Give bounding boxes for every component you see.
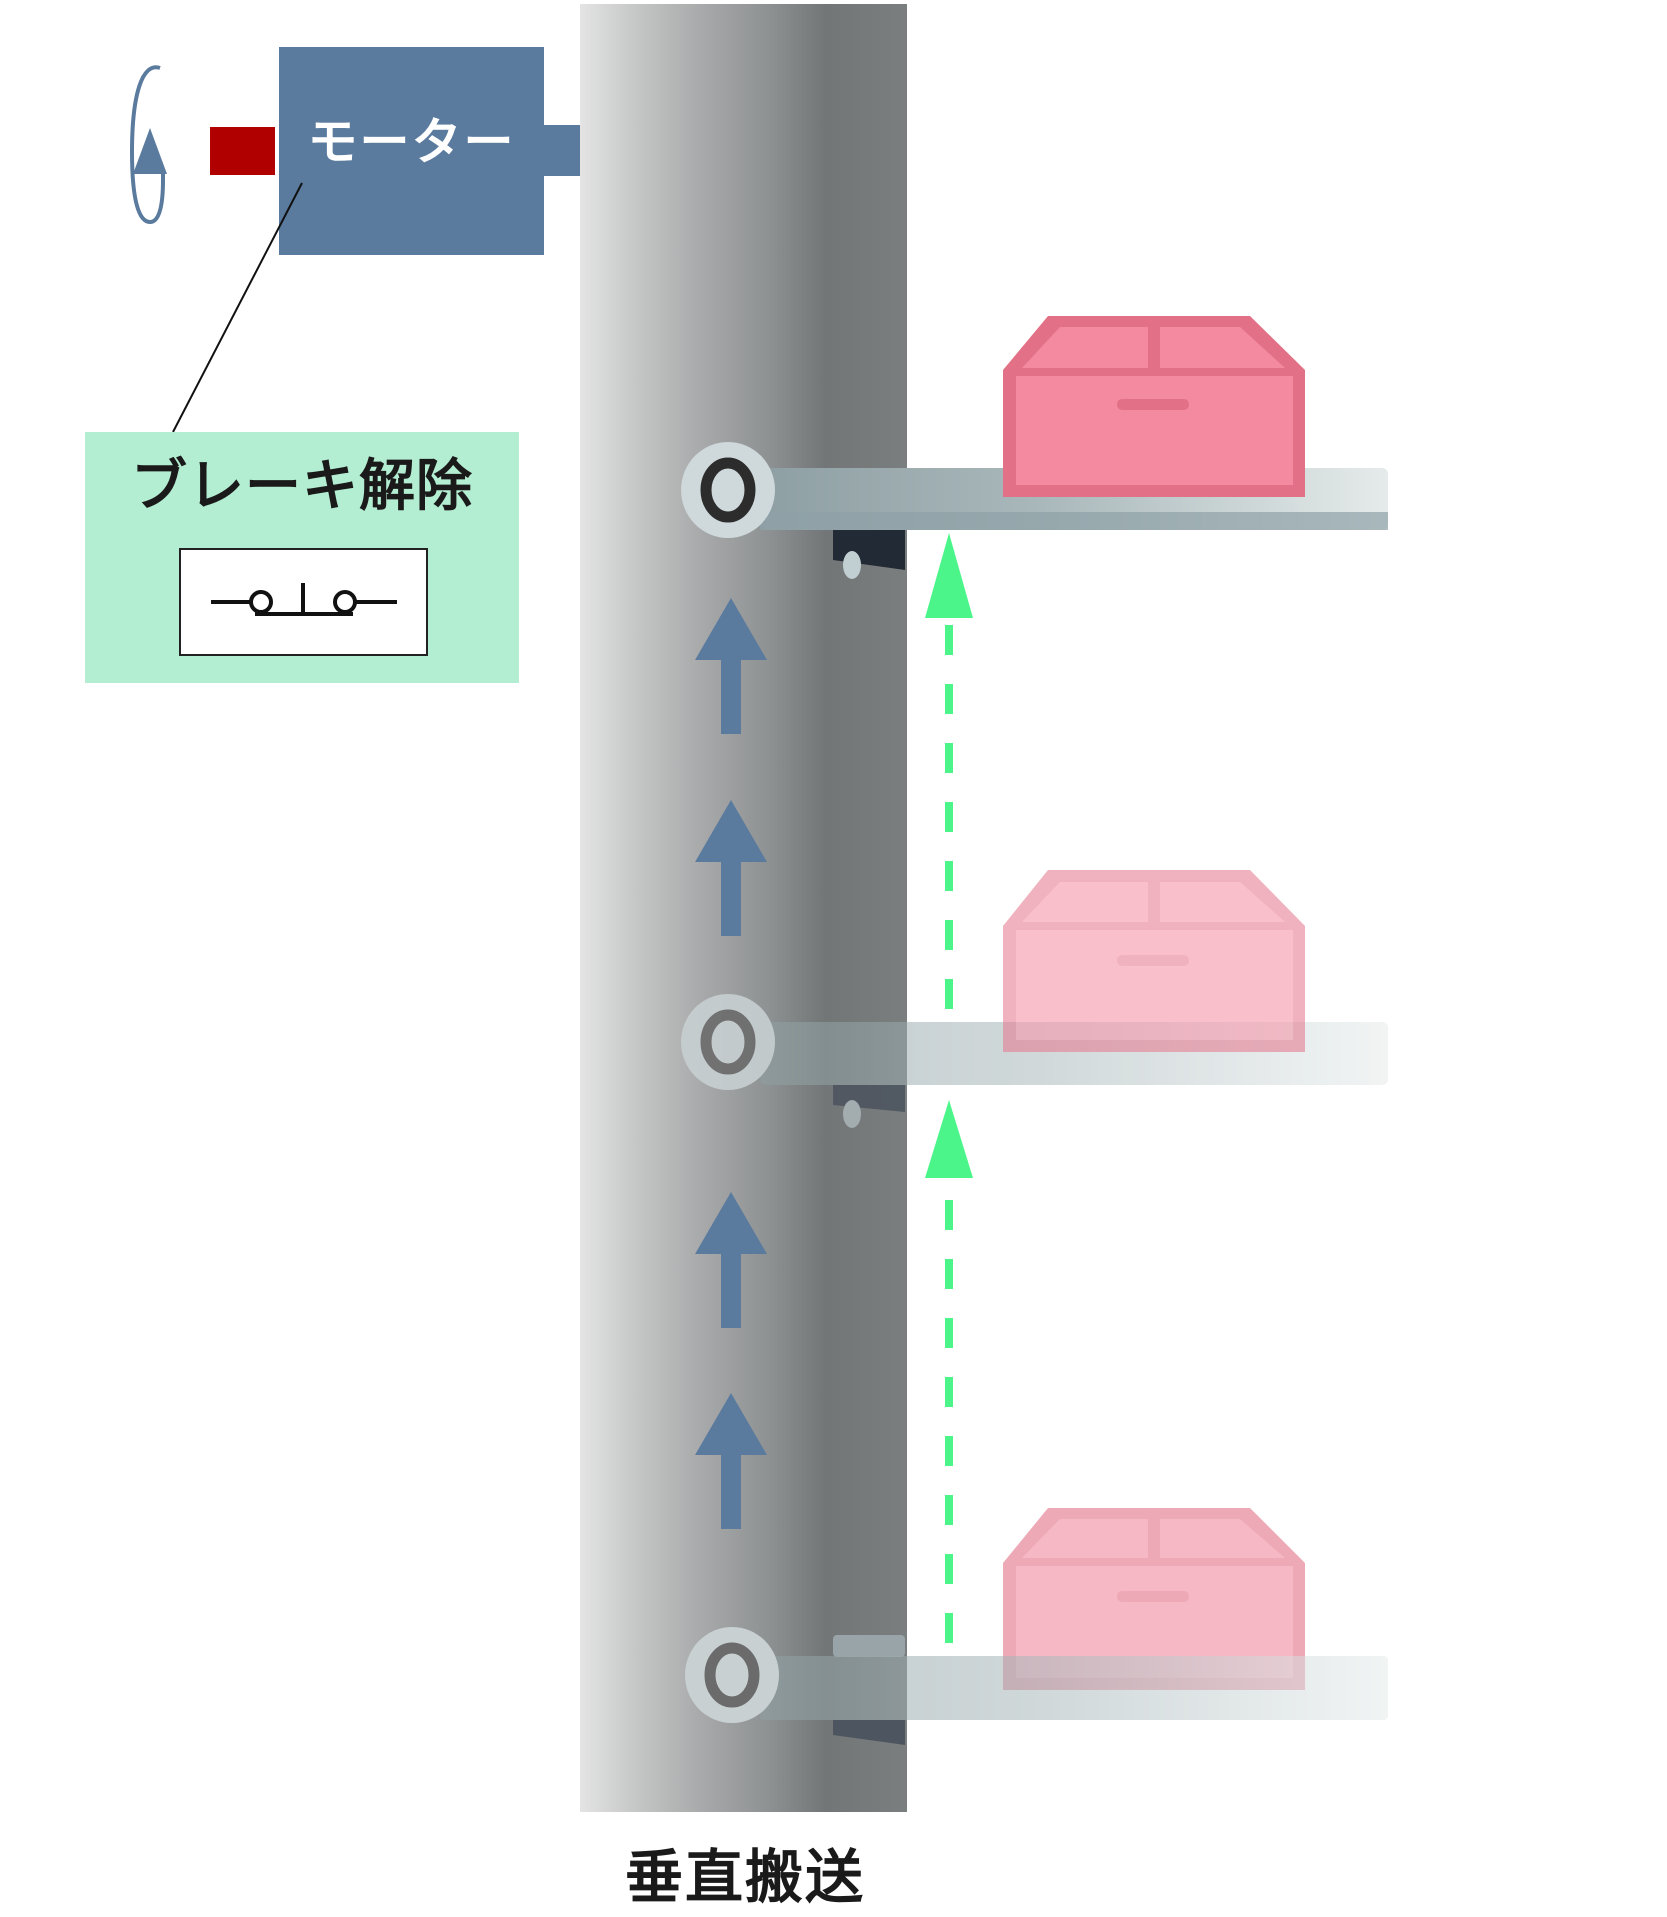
up-arrow-icon bbox=[695, 1192, 767, 1328]
motor-body bbox=[279, 47, 544, 255]
motor-shaft bbox=[540, 125, 580, 176]
shelf-pivot-ring bbox=[681, 994, 775, 1090]
dashed-up-arrow-icon bbox=[925, 1100, 973, 1660]
dashed-up-arrow-icon bbox=[925, 533, 973, 1030]
up-arrow-icon bbox=[695, 598, 767, 734]
cardboard-box bbox=[1003, 316, 1305, 497]
brake-release-label: ブレーキ解除 bbox=[131, 454, 473, 519]
brake-release-switch[interactable] bbox=[179, 548, 428, 656]
shelf-pivot-ring bbox=[681, 442, 775, 538]
vertical-conveyor-pole bbox=[580, 4, 907, 1812]
diagram-title: 垂直搬送 bbox=[624, 1843, 865, 1911]
push-button-switch-icon bbox=[211, 583, 397, 616]
shelf-bottom bbox=[685, 1508, 1388, 1745]
shelf-top bbox=[681, 316, 1388, 579]
up-arrow-icon bbox=[695, 800, 767, 936]
up-arrow-icon bbox=[695, 1393, 767, 1529]
cardboard-box bbox=[1003, 870, 1305, 1052]
brake-block bbox=[210, 127, 275, 175]
motor-label: モーター bbox=[307, 113, 516, 171]
shelf-pivot-ring bbox=[685, 1627, 779, 1723]
shelf-middle bbox=[681, 870, 1388, 1128]
